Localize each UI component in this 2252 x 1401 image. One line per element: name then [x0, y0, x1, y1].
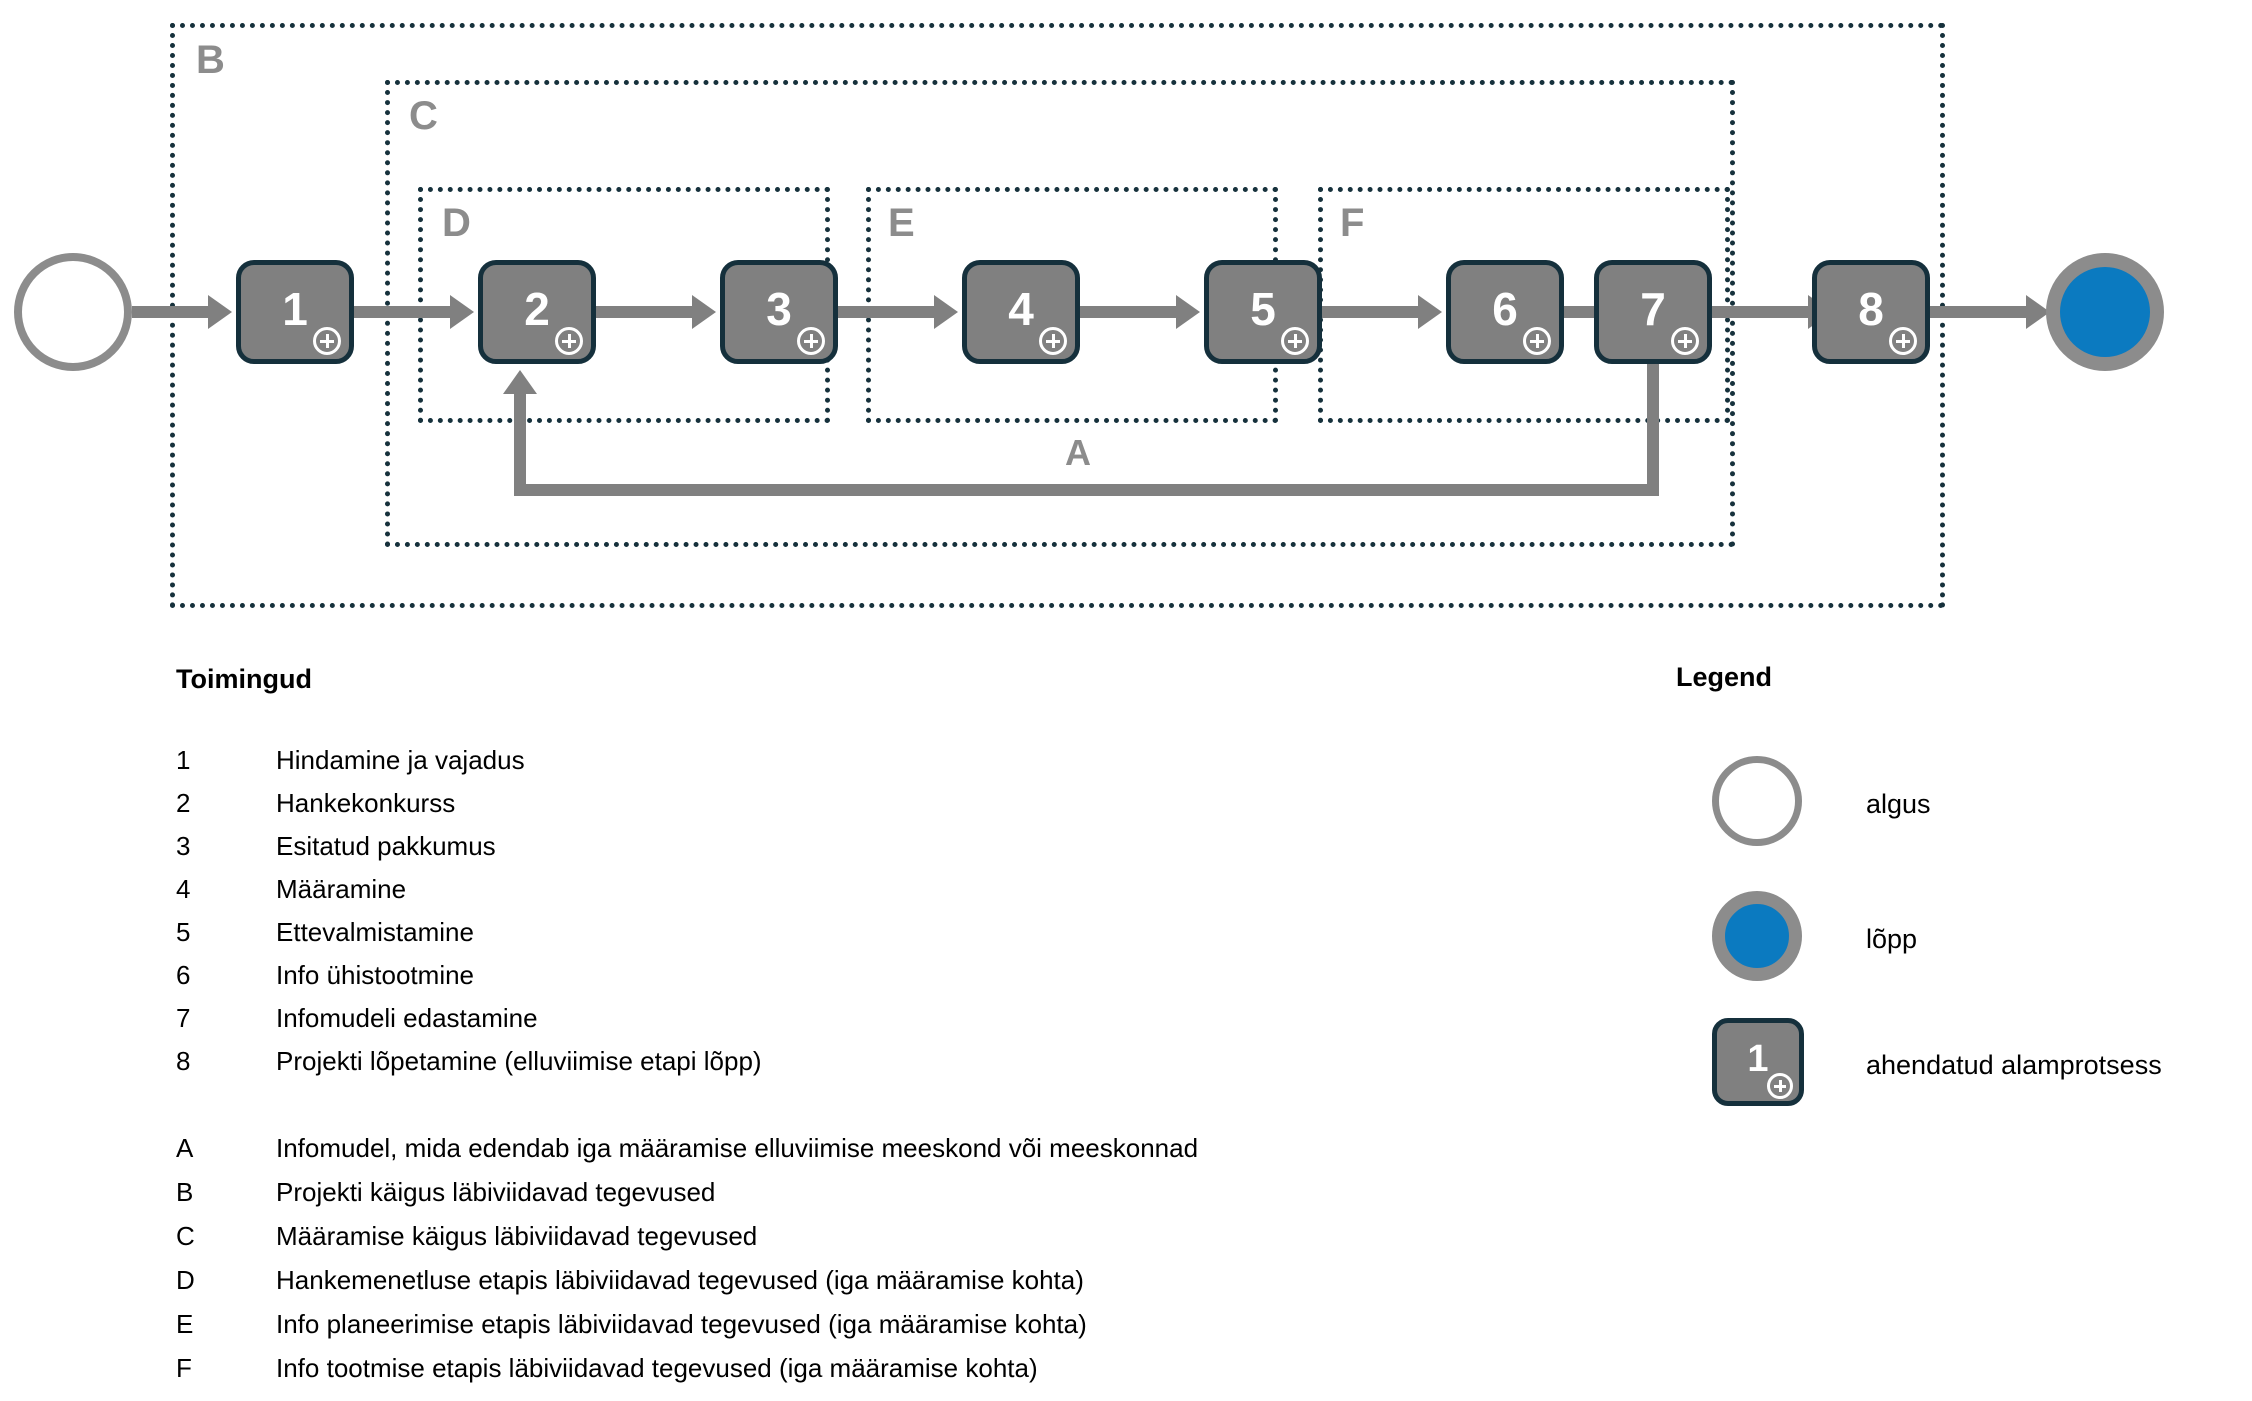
activity-key: 8	[176, 1046, 191, 1076]
note-label: Projekti käigus läbiviidavad tegevused	[276, 1177, 716, 1207]
task-1[interactable]: 1	[236, 260, 354, 364]
note-key: A	[176, 1133, 194, 1163]
note-key: D	[176, 1265, 195, 1295]
note-label: Määramise käigus läbiviidavad tegevused	[276, 1221, 758, 1251]
note-label: Hankemenetluse etapis läbiviidavad tegev…	[276, 1265, 1084, 1295]
group-label-b: B	[196, 38, 225, 82]
activity-label: Hankekonkurss	[276, 788, 456, 818]
expand-plus-icon[interactable]	[1671, 327, 1699, 355]
task-8-number: 8	[1858, 283, 1884, 336]
activity-key: 3	[176, 831, 191, 861]
activities-heading: Toimingud	[176, 664, 312, 694]
activity-key: 2	[176, 788, 191, 818]
legend-label: algus	[1866, 789, 1931, 819]
activity-key: 7	[176, 1003, 191, 1033]
loop-a-arrowhead	[503, 370, 537, 394]
task-5-number: 5	[1250, 283, 1276, 336]
activity-label: Info ühistootmine	[276, 960, 475, 990]
loop-a-up-segment	[514, 394, 526, 490]
expand-plus-icon[interactable]	[1039, 327, 1067, 355]
loop-a-down-segment	[1647, 364, 1659, 496]
connector-3-4-arrowhead	[934, 295, 958, 329]
note-label: Info tootmise etapis läbiviidavad tegevu…	[276, 1353, 1038, 1383]
expand-plus-icon[interactable]	[313, 327, 341, 355]
expand-plus-icon[interactable]	[797, 327, 825, 355]
activity-label: Infomudeli edastamine	[276, 1003, 538, 1033]
activity-label: Määramine	[276, 874, 407, 904]
task-7-number: 7	[1640, 283, 1666, 336]
task-5[interactable]: 5	[1204, 260, 1322, 364]
activity-key: 5	[176, 917, 191, 947]
task-3-number: 3	[766, 283, 792, 336]
note-key: E	[176, 1309, 194, 1339]
expand-plus-icon[interactable]	[1889, 327, 1917, 355]
connector-start-1	[132, 306, 208, 318]
group-label-e: E	[888, 201, 915, 245]
connector-1-2	[354, 306, 450, 318]
connector-7-8	[1712, 306, 1808, 318]
task-3[interactable]: 3	[720, 260, 838, 364]
expand-plus-icon[interactable]	[1281, 327, 1309, 355]
connector-8-end	[1930, 306, 2026, 318]
loop-a-horizontal-segment	[514, 484, 1659, 496]
task-8[interactable]: 8	[1812, 260, 1930, 364]
bpmn-diagram: B C D E F 1 2 3 4 5	[0, 0, 2252, 640]
note-label: Infomudel, mida edendab iga määramise el…	[276, 1133, 1199, 1163]
task-2[interactable]: 2	[478, 260, 596, 364]
connector-5-6-arrowhead	[1418, 295, 1442, 329]
task-6[interactable]: 6	[1446, 260, 1564, 364]
start-event	[14, 253, 132, 371]
activity-label: Projekti lõpetamine (elluviimise etapi l…	[276, 1046, 762, 1076]
task-7[interactable]: 7	[1594, 260, 1712, 364]
connector-start-1-arrowhead	[208, 295, 232, 329]
expand-plus-icon[interactable]	[555, 327, 583, 355]
note-key: B	[176, 1177, 194, 1207]
group-label-f: F	[1340, 201, 1365, 245]
activity-key: 6	[176, 960, 191, 990]
activity-label: Ettevalmistamine	[276, 917, 474, 947]
activity-key: 1	[176, 745, 191, 775]
note-key: C	[176, 1221, 195, 1251]
connector-3-4	[838, 306, 934, 318]
activity-label: Hindamine ja vajadus	[276, 745, 525, 775]
legend-heading: Legend	[1676, 662, 1773, 692]
connector-1-2-arrowhead	[450, 295, 474, 329]
collapsed-subprocess-icon: 1	[1712, 1018, 1804, 1106]
task-4[interactable]: 4	[962, 260, 1080, 364]
connector-2-3-arrowhead	[692, 295, 716, 329]
task-6-number: 6	[1492, 283, 1518, 336]
note-key: F	[176, 1353, 192, 1383]
legend-task-number: 1	[1747, 1037, 1769, 1080]
end-event	[2046, 253, 2164, 371]
connector-4-5	[1080, 306, 1176, 318]
group-label-d: D	[442, 201, 471, 245]
connector-4-5-arrowhead	[1176, 295, 1200, 329]
expand-plus-icon	[1767, 1073, 1793, 1099]
end-circle-icon	[1712, 891, 1802, 981]
legend-label: lõpp	[1866, 924, 1918, 954]
legend-label: ahendatud alamprotsess	[1866, 1050, 2162, 1080]
group-label-a: A	[1065, 432, 1091, 473]
activity-label: Esitatud pakkumus	[276, 831, 496, 861]
task-2-number: 2	[524, 283, 550, 336]
expand-plus-icon[interactable]	[1523, 327, 1551, 355]
task-1-number: 1	[282, 283, 308, 336]
connector-2-3	[596, 306, 692, 318]
connector-5-6	[1322, 306, 1418, 318]
start-circle-icon	[1712, 756, 1802, 846]
activity-key: 4	[176, 874, 191, 904]
task-4-number: 4	[1008, 283, 1034, 336]
group-label-c: C	[409, 94, 438, 138]
note-label: Info planeerimise etapis läbiviidavad te…	[276, 1309, 1087, 1339]
